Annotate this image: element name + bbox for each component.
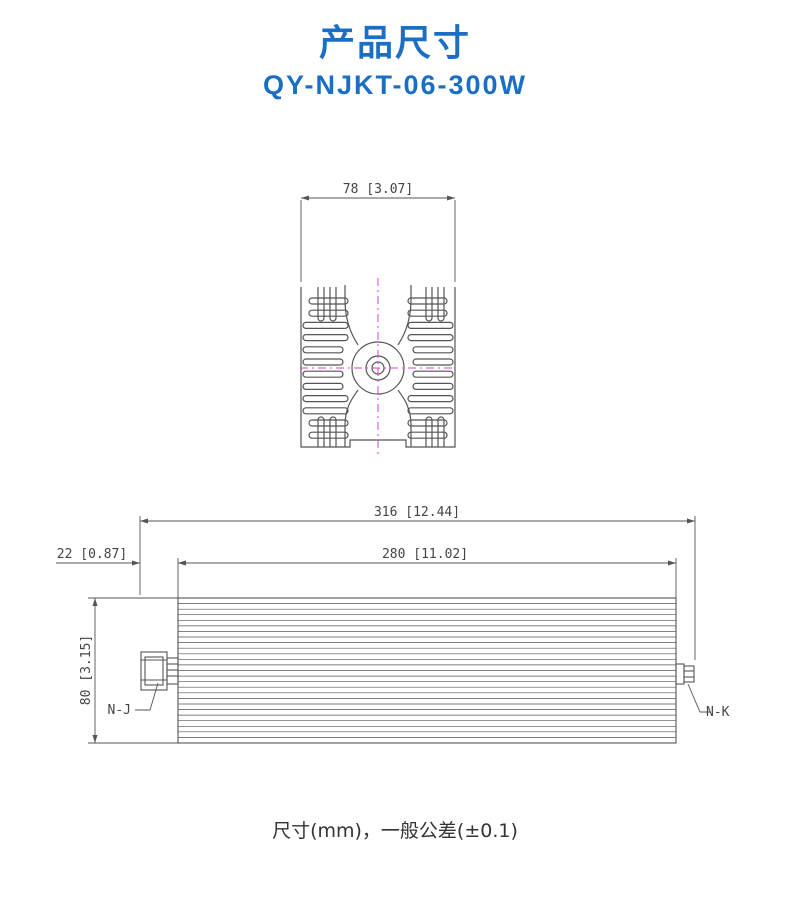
connector-right-label: N-K (706, 705, 730, 720)
fin-slot-right (407, 419, 448, 427)
connector-left-label: N-J (108, 703, 131, 718)
fin-slot-right (407, 431, 448, 439)
fin-slot-top (425, 287, 433, 322)
connector-length-label: 22 [0.87] (57, 547, 127, 562)
fin-slot-bottom (317, 416, 325, 447)
fin-slot-left (308, 431, 349, 439)
fin-slot-left (302, 395, 349, 403)
fin-slot-left (302, 346, 344, 354)
fin-slot-right (412, 382, 454, 390)
fin-slot-left (302, 358, 344, 366)
fin-slot-top (329, 287, 337, 322)
heatsink-width-label: 78 [3.07] (343, 182, 413, 197)
fin-slot-left (302, 334, 349, 342)
connector-right (675, 663, 695, 685)
side-view (56, 516, 710, 744)
fin-slot-left (308, 419, 349, 427)
fin-slot-right (407, 321, 454, 329)
body-length-label: 280 [11.02] (382, 547, 468, 562)
model-number: QY-NJKT-06-300W (262, 70, 528, 100)
fin-slot-bottom (437, 416, 445, 447)
height-label: 80 [3.15] (79, 635, 94, 705)
fin-slot-bottom (329, 416, 337, 447)
fin-slot-right (407, 334, 454, 342)
fin-slot-left (302, 321, 349, 329)
left-fins (302, 297, 349, 439)
fin-slot-top (317, 287, 325, 322)
fin-slot-right (407, 407, 454, 415)
fin-slot-right (407, 297, 448, 305)
fin-slot-left (302, 382, 344, 390)
fin-slot-right (412, 358, 454, 366)
hub-lower (344, 389, 412, 447)
hub-upper (344, 285, 412, 346)
fin-slot-bottom (425, 416, 433, 447)
leader-right (687, 683, 710, 713)
fin-slot-top (437, 287, 445, 322)
fin-slot-left (308, 309, 349, 317)
fin-slot-right (407, 395, 454, 403)
right-fins (407, 297, 454, 439)
fin-slot-left (308, 297, 349, 305)
top-fins (317, 287, 445, 447)
tolerance-note: 尺寸(mm)，一般公差(±0.1) (272, 820, 518, 842)
overall-length-label: 316 [12.44] (374, 505, 460, 520)
fin-slot-right (412, 370, 454, 378)
page-title: 产品尺寸 (318, 23, 471, 64)
leader-left (135, 682, 159, 711)
end-view (300, 195, 456, 458)
connector-left (140, 651, 179, 691)
fin-slot-right (412, 346, 454, 354)
fin-slot-left (302, 370, 344, 378)
body-fin-lines (178, 603, 676, 738)
fin-slot-right (407, 309, 448, 317)
fin-slot-left (302, 407, 349, 415)
